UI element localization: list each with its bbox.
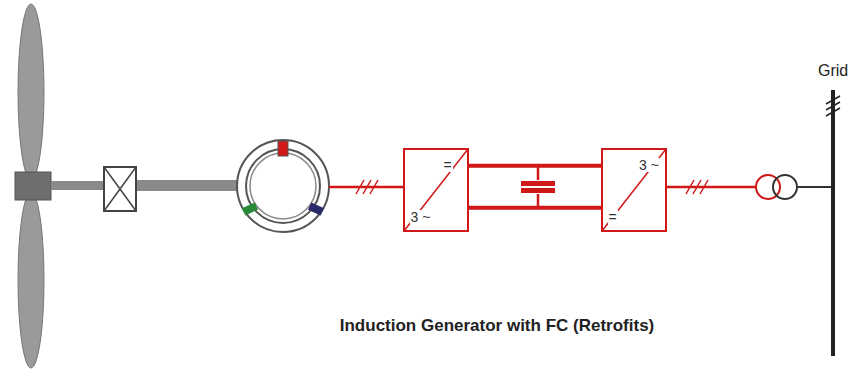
generator-stator-inner bbox=[246, 149, 320, 223]
converter-box: = 3 ~ bbox=[403, 148, 469, 232]
rotor-blade bbox=[18, 192, 44, 368]
low-speed-shaft bbox=[51, 181, 104, 190]
capacitor-plate bbox=[521, 181, 555, 186]
ac-line bbox=[667, 186, 756, 189]
converter-symbol: = bbox=[443, 158, 453, 172]
converter-symbol: 3 ~ bbox=[638, 158, 660, 172]
converter-box: 3 ~ = bbox=[601, 148, 667, 232]
winding-phase-a bbox=[278, 141, 288, 156]
transformer-winding bbox=[773, 175, 797, 199]
converter-symbol: = bbox=[608, 210, 618, 224]
rotor-hub bbox=[15, 172, 51, 200]
converter-symbol: 3 ~ bbox=[410, 210, 432, 224]
capacitor-plate bbox=[521, 188, 555, 193]
gearbox bbox=[104, 167, 136, 211]
grid-bus bbox=[831, 90, 835, 356]
dc-link bbox=[469, 166, 601, 208]
grid-line bbox=[797, 186, 833, 188]
three-phase-mark bbox=[686, 180, 708, 194]
rotor-blade bbox=[18, 4, 44, 180]
capacitor-lead bbox=[537, 166, 540, 208]
caption: Induction Generator with FC (Retrofits) bbox=[340, 316, 655, 336]
three-phase-mark bbox=[356, 180, 378, 194]
high-speed-shaft bbox=[136, 180, 240, 191]
grid-hatch bbox=[826, 96, 840, 116]
gearbox-cross bbox=[104, 167, 136, 211]
grid-label: Grid bbox=[818, 62, 848, 80]
generator-rotor bbox=[250, 153, 316, 219]
winding-phase-c bbox=[308, 202, 324, 215]
winding-phase-b bbox=[242, 202, 258, 215]
generator-stator bbox=[237, 140, 329, 232]
